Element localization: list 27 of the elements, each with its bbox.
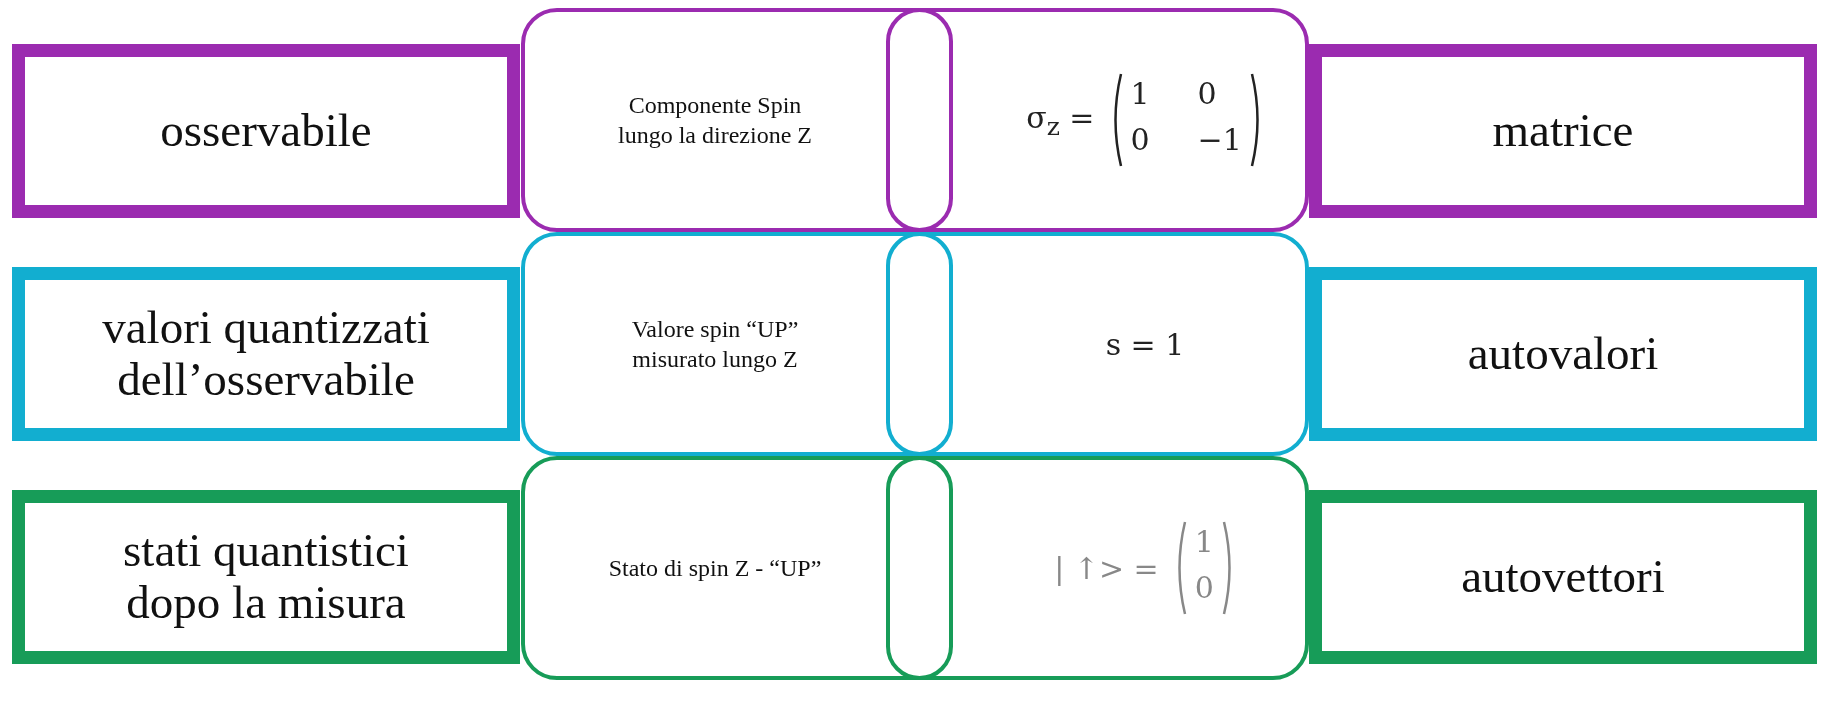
matrix-entry: 0: [1194, 570, 1214, 607]
label-box: [1309, 44, 1817, 218]
formula-text: s = 1: [1105, 326, 1185, 362]
label-box: [12, 44, 520, 218]
rounded-band: [521, 232, 1309, 456]
rounded-band: [521, 8, 1309, 232]
matrix-entry: 0: [1130, 122, 1150, 159]
label-box: [1309, 267, 1817, 441]
box-label: valori quantizzati dell’osservabile: [101, 302, 431, 406]
rounded-band: [521, 456, 1309, 680]
description-text: Componente Spin lungo la direzione Z: [617, 91, 813, 150]
label-box: [12, 267, 520, 441]
matrix-entry: −1: [1197, 122, 1242, 159]
matrix-entry: 1: [1130, 76, 1150, 113]
box-label: stati quantistici dopo la misura: [122, 525, 410, 629]
label-box: [12, 490, 520, 664]
formula-text: σ$_{z}$ =: [1026, 99, 1095, 141]
box-label: osservabile: [160, 105, 372, 157]
description-text: Valore spin “UP” misurato lungo Z: [630, 315, 800, 374]
box-label: matrice: [1492, 105, 1634, 157]
box-label: autovettori: [1461, 551, 1665, 603]
label-box: [1309, 490, 1817, 664]
matrix-entry: 0: [1197, 76, 1217, 113]
formula-text: | ↑> =: [1054, 550, 1159, 586]
matrix-entry: 1: [1194, 524, 1214, 561]
description-text: Stato di spin Z - “UP”: [607, 554, 823, 583]
box-label: autovalori: [1467, 328, 1659, 380]
